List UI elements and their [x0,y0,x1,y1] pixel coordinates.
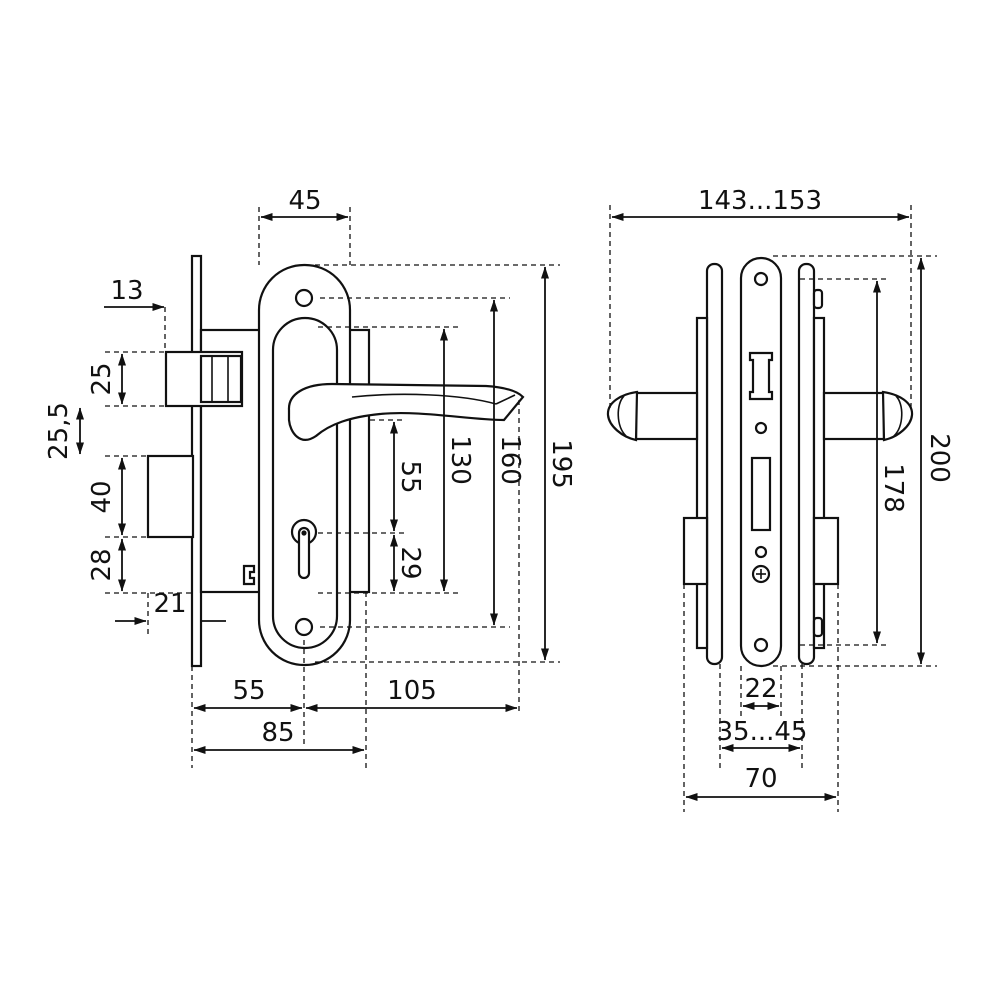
dim-faceplate-22: 22 [744,674,777,704]
dim-plate-200: 200 [924,433,954,483]
dim-backset-55: 55 [232,676,265,706]
dim-screw-160: 160 [495,435,525,485]
dim-latch-to-bolt-gap: 25,5 [44,402,74,460]
front-dimension-lines [76,213,549,754]
lock-body-outline [146,254,525,668]
dim-plate-195: 195 [546,439,576,489]
side-extension-lines [609,205,937,812]
dim-latch-height: 25 [87,362,117,395]
side-dimension-labels: 143...153 200 178 22 35...45 70 [698,186,954,794]
dim-faceplate-178: 178 [878,463,908,513]
dim-cylinder-height: 29 [395,546,425,579]
dim-spindle-to-cylinder: 55 [395,460,425,493]
dim-faceplate-thickness: 13 [110,276,143,306]
front-view: 45 13 25 25,5 40 28 21 55 29 130 160 195… [44,186,576,768]
dim-bolt-height: 40 [87,480,117,513]
front-extension-lines [105,207,560,768]
side-body-outline [606,256,914,668]
front-dimension-labels: 45 13 25 25,5 40 28 21 55 29 130 160 195… [44,186,576,748]
dim-case-85: 85 [261,718,294,748]
dim-bottom-offset: 21 [153,589,186,619]
dim-center-130: 130 [445,435,475,485]
dim-case-depth: 70 [744,764,777,794]
dim-bolt-to-bottom: 28 [87,548,117,581]
side-dimension-lines [611,213,925,801]
dim-overall-width: 143...153 [698,186,822,216]
dim-handle-width: 45 [288,186,321,216]
dim-door-thickness: 35...45 [717,717,808,747]
dim-handle-105: 105 [387,676,437,706]
side-view: 143...153 200 178 22 35...45 70 [606,186,954,812]
